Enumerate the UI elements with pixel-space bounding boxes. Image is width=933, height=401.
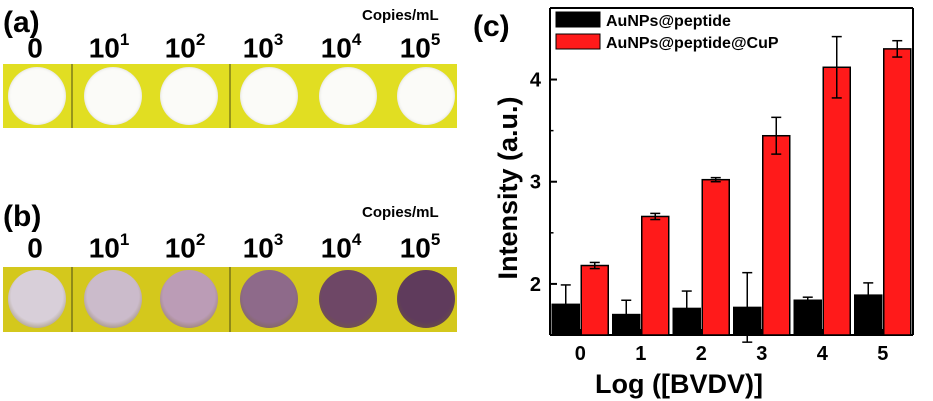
conc-label-5: 105 (399, 230, 441, 264)
panel-b-unit-label: Copies/mL (362, 204, 439, 221)
test-strip-b (3, 267, 457, 332)
panel-b-label: (b) (3, 200, 42, 233)
test-well (319, 67, 377, 125)
y-tick-label: 4 (530, 70, 542, 92)
conc-label-1: 101 (88, 230, 130, 264)
conc-label-3: 103 (242, 30, 284, 64)
bar-aunps-peptide-cup (883, 48, 912, 336)
test-strip-a (3, 64, 457, 128)
conc-label-5: 105 (399, 30, 441, 64)
test-well (84, 67, 142, 125)
conc-label-1: 101 (88, 30, 130, 64)
test-well (397, 67, 455, 125)
test-well (160, 270, 218, 328)
test-well (160, 67, 218, 125)
panel-a-unit-label: Copies/mL (362, 7, 439, 24)
legend-swatch (555, 33, 601, 50)
x-tick-label: 3 (756, 343, 767, 365)
bar-aunps-peptide-cup (762, 134, 791, 336)
test-well (84, 270, 142, 328)
legend-label: AuNPs@peptide@CuP (606, 35, 779, 52)
x-tick-label: 5 (877, 343, 888, 365)
x-tick-label: 2 (696, 343, 707, 365)
legend-label: AuNPs@peptide (606, 13, 731, 30)
bar-aunps-peptide (793, 299, 822, 336)
conc-label-2: 102 (164, 30, 206, 64)
y-tick-label: 2 (530, 274, 541, 296)
test-well (319, 270, 377, 328)
bar-aunps-peptide-cup (701, 178, 730, 336)
x-tick-label: 4 (817, 343, 829, 365)
x-axis-label: Log ([BVDV)] (595, 369, 763, 399)
panel-a-label: (a) (3, 6, 40, 39)
test-well (397, 270, 455, 328)
test-well (8, 270, 66, 328)
legend-swatch (555, 11, 601, 28)
conc-label-4: 104 (320, 30, 362, 64)
bar-aunps-peptide-cup (580, 264, 609, 336)
test-well (240, 67, 298, 125)
bar-aunps-peptide-cup (641, 215, 670, 336)
y-axis-label: Intensity (a.u.) (493, 96, 523, 279)
conc-label-0: 0 (27, 32, 43, 64)
conc-label-3: 103 (242, 230, 284, 264)
conc-label-2: 102 (164, 230, 206, 264)
x-tick-label: 0 (575, 343, 586, 365)
strip-seam (229, 64, 231, 128)
conc-label-4: 104 (320, 230, 362, 264)
bar-aunps-peptide-cup (822, 66, 851, 336)
x-tick-label: 1 (635, 343, 646, 365)
panel-c-label: (c) (473, 10, 510, 43)
y-tick-label: 3 (530, 172, 541, 194)
strip-seam (71, 267, 73, 332)
conc-label-0: 0 (27, 232, 43, 264)
strip-seam (229, 267, 231, 332)
strip-seam (71, 64, 73, 128)
panel-b-concentration-row: 0 101 102 103 104 105 (0, 230, 470, 272)
panel-a-concentration-row: 0 101 102 103 104 105 (0, 30, 470, 72)
test-well (8, 67, 66, 125)
test-well (240, 270, 298, 328)
